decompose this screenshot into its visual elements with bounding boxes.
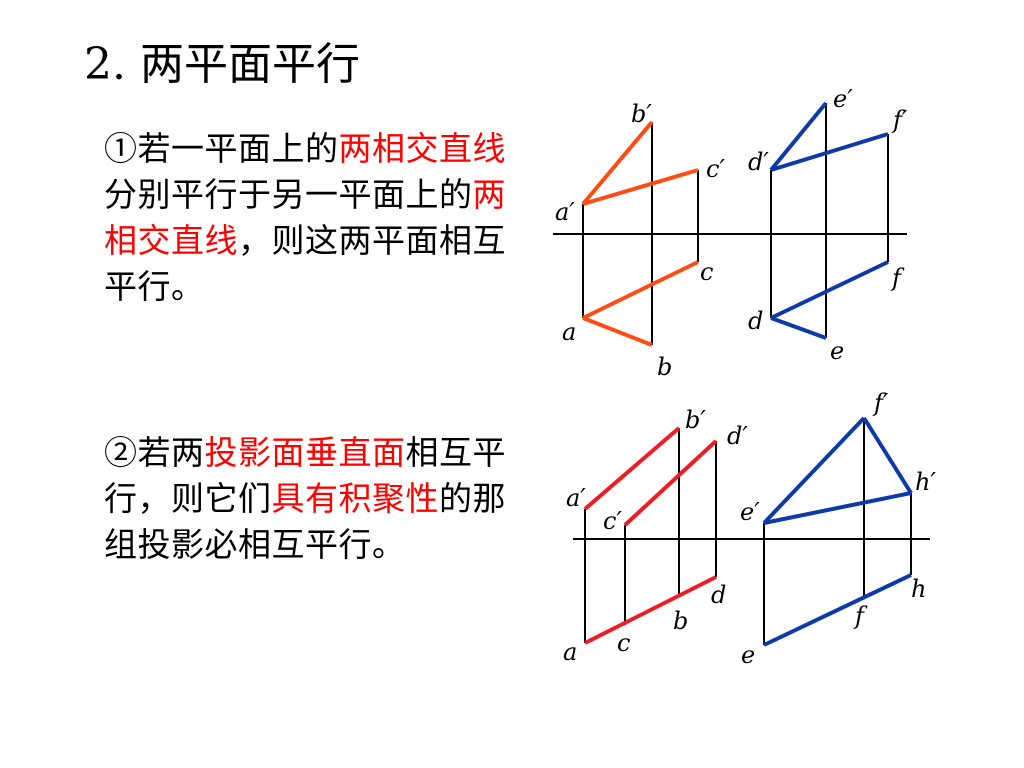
- label-f-prime-2: f′: [872, 389, 889, 417]
- line-de-front: [769, 101, 828, 172]
- label-f-prime: f′: [891, 106, 908, 134]
- label-e-2: e: [741, 641, 755, 669]
- label-d: d: [748, 307, 763, 335]
- line-df-top: [770, 260, 889, 320]
- rule-2-part-1: ②若两: [104, 433, 205, 472]
- rule-1-highlight-2: 两相交直线: [104, 175, 506, 260]
- label-c-2: c: [617, 629, 630, 657]
- rule-2-part-2: 相互平行，则它们: [104, 433, 506, 518]
- label-a-prime: a′: [555, 198, 575, 226]
- label-a: a: [562, 318, 576, 346]
- label-c-prime: c′: [706, 155, 725, 183]
- label-b-prime: b′: [631, 100, 652, 128]
- line-cd-front-2: [623, 439, 718, 527]
- label-b: b: [657, 353, 672, 381]
- label-f-2: f: [853, 602, 868, 630]
- line-ad-top-2: [584, 575, 717, 645]
- line-fh-front-2: [862, 416, 913, 495]
- label-e-prime: e′: [833, 85, 853, 113]
- line-ab-top: [582, 316, 653, 347]
- label-d-2: d: [711, 581, 726, 609]
- line-df-front: [770, 132, 889, 172]
- line-eh-top-2: [763, 573, 912, 647]
- rule-2-highlight-1: 投影面垂直面: [204, 433, 406, 472]
- rule-2-highlight-2: 具有积聚性: [271, 479, 439, 518]
- rule-1-part-3: ，则这两平面相互平行。: [104, 221, 506, 306]
- line-ab-front: [581, 120, 654, 206]
- rule-1-highlight-1: 两相交直线: [338, 129, 506, 168]
- label-h-prime-2: h′: [915, 468, 936, 496]
- label-d-prime-2: d′: [727, 422, 748, 450]
- label-b-2: b: [673, 607, 688, 635]
- rule-1-part-1: ①若一平面上的: [104, 129, 339, 168]
- rule-1-part-2: 分别平行于另一平面上的: [104, 175, 473, 214]
- label-h-2: h: [911, 575, 926, 603]
- line-ac-top: [582, 260, 699, 320]
- label-c: c: [700, 258, 713, 286]
- line-de-top: [770, 316, 827, 340]
- line-ab-front-2: [583, 426, 681, 511]
- label-e-prime-2: e′: [740, 498, 760, 526]
- line-ef-front-2: [762, 416, 866, 525]
- rule-2-part-3: 的那组投影必相互平行。: [104, 479, 506, 564]
- label-e: e: [830, 337, 844, 365]
- rule-1-text: ①若一平面上的两相交直线分别平行于另一平面上的两相交直线，则这两平面相互平行。: [104, 126, 520, 310]
- rule-2-text: ②若两投影面垂直面相互平行，则它们具有积聚性的那组投影必相互平行。: [104, 430, 520, 568]
- label-d-prime: d′: [748, 148, 769, 176]
- page-title: 2. 两平面平行: [84, 39, 360, 90]
- label-a-2: a: [563, 638, 577, 666]
- label-a-prime-2: a′: [566, 484, 586, 512]
- label-c-prime-2: c′: [603, 507, 622, 535]
- label-b-prime-2: b′: [685, 406, 706, 434]
- line-eh-front-2: [763, 491, 912, 525]
- line-ac-front: [582, 168, 699, 206]
